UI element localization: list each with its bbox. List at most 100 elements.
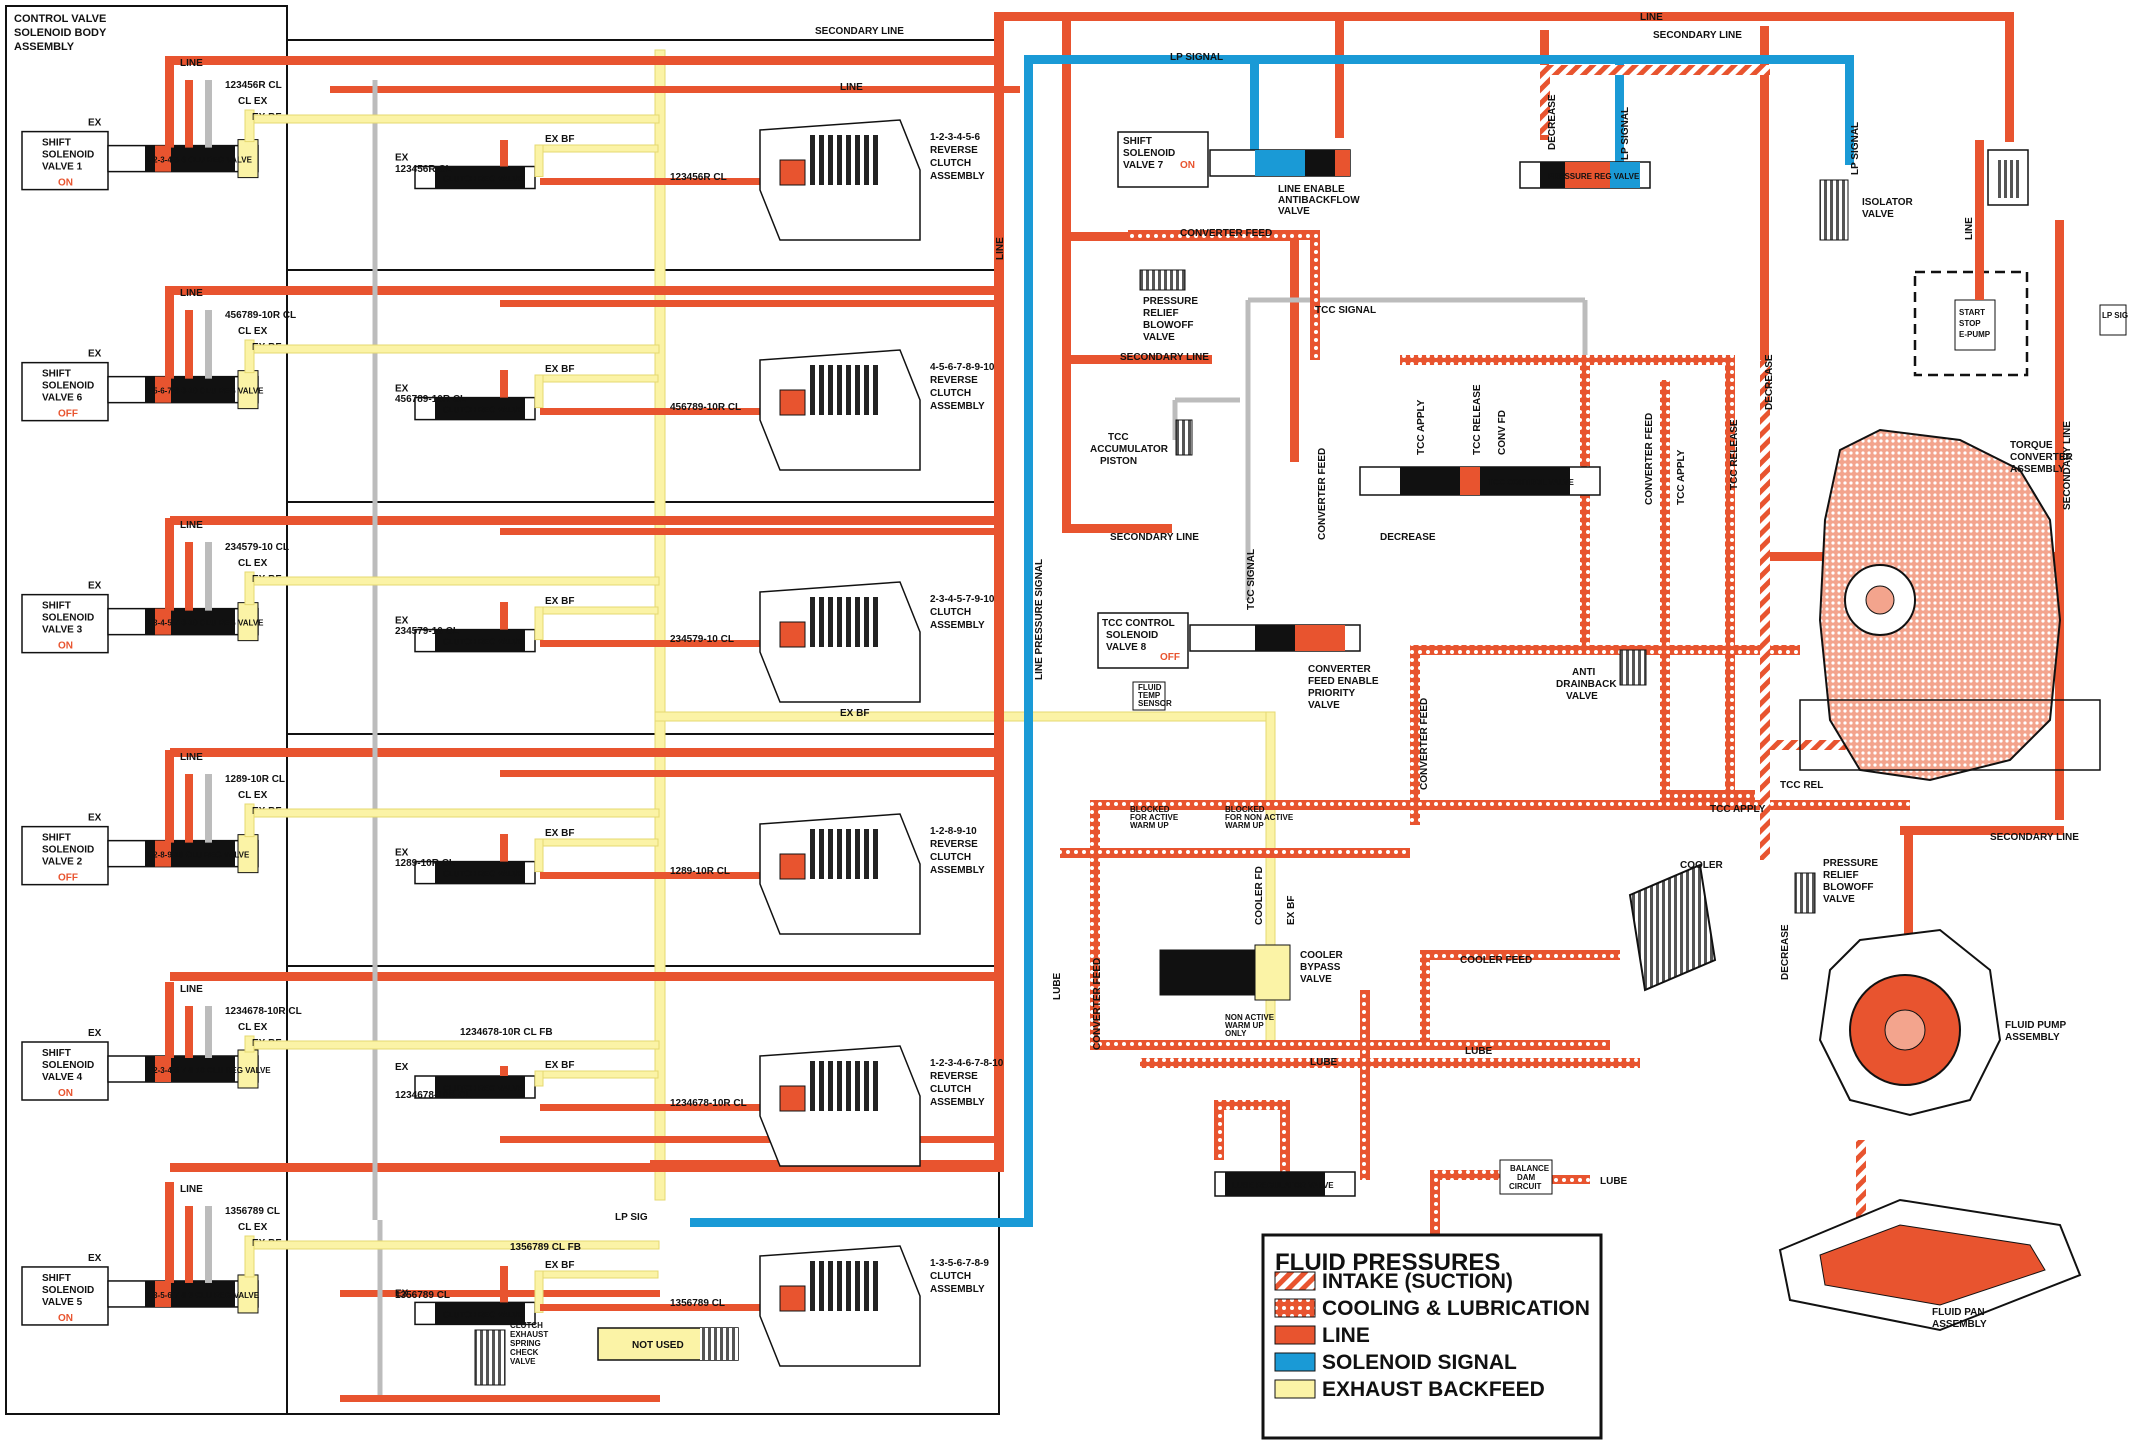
isolator-valve[interactable]: ISOLATOR VALVE	[1819, 179, 1914, 241]
solenoid-state: OFF	[58, 409, 78, 420]
legend-label: EXHAUST BACKFEED	[1322, 1378, 1545, 1401]
pressure-relief-blowoff-top[interactable]: PRESSURE RELIEF BLOWOFF VALVE	[1139, 269, 1198, 343]
solenoid-state: ON	[58, 1313, 73, 1324]
cl-ex-label: CL EX	[238, 1222, 268, 1233]
legend-swatch	[1274, 1325, 1316, 1345]
ex-label: EX	[88, 1253, 102, 1264]
tcc-control-solenoid-valve-8[interactable]: TCC CONTROL SOLENOID VALVE 8 OFF CONVERT…	[1097, 612, 1379, 711]
cooler: COOLER	[1628, 860, 1724, 992]
clutch-label-line: CLUTCH	[930, 852, 971, 863]
svg-text:CIRCUIT: CIRCUIT	[1509, 1182, 1542, 1191]
clutch-label-line: REVERSE	[930, 375, 978, 386]
svg-text:STOP: STOP	[1959, 319, 1981, 328]
not-used-valve[interactable]: NOT USED LP SIG	[597, 1212, 739, 1361]
clu-reg-valve[interactable]: 1-3-5-6-7-8-9 CLU REG VALVE	[107, 1274, 260, 1314]
solenoid-name-line: VALVE 1	[42, 162, 83, 173]
line-label: LINE	[180, 58, 203, 69]
row-line-rails	[170, 56, 1020, 1402]
line-label: LINE	[180, 520, 203, 531]
solenoid-name-line: SOLENOID	[42, 1285, 94, 1296]
clutch-reg-valve[interactable]: CLUTCH REG VALVE	[414, 1301, 536, 1326]
svg-text:CHECK: CHECK	[510, 1348, 539, 1357]
clu-reg-valve[interactable]: 1-2-3-4-6-7-8-10 CLU REG VALVE	[107, 1049, 271, 1089]
clutch-reg-valve[interactable]: CLUTCH REG VALVE	[414, 1075, 536, 1099]
ex-label: EX	[395, 1288, 409, 1299]
svg-text:VALVE: VALVE	[1278, 206, 1310, 217]
svg-text:ASSEMBLY: ASSEMBLY	[1932, 1319, 1987, 1330]
feed-label: 1289-10R CL	[225, 774, 285, 785]
line-label: LINE	[180, 288, 203, 299]
feed-label-mid: 1289-10R CL	[395, 858, 455, 869]
svg-text:BLOWOFF: BLOWOFF	[1823, 882, 1874, 893]
shift-solenoid-valve-7[interactable]: SHIFT SOLENOID VALVE 7 ON LINE ENABLE AN…	[1117, 131, 1360, 217]
clutch-section-frames	[286, 39, 1000, 1415]
feed-label-mid: 456789-10R CL	[395, 394, 466, 405]
clutch-reg-valve[interactable]: CLUTCH REG VALVE	[414, 860, 536, 885]
pressure-relief-blowoff-bottom[interactable]: PRESSURE RELIEF BLOWOFF VALVE	[1794, 858, 1878, 914]
lube-regulator-valve[interactable]: LUBE REGULATOR VALVE	[1214, 1171, 1356, 1197]
clutch-reg-valve[interactable]: CLUTCH REG VALVE	[414, 628, 536, 653]
svg-text:SECONDARY LINE: SECONDARY LINE	[1990, 832, 2079, 843]
fb-label: 1356789 CL FB	[510, 1242, 581, 1253]
svg-text:TCC RELEASE: TCC RELEASE	[1472, 384, 1483, 455]
clutch-label-line: 1-3-5-6-7-8-9	[930, 1258, 989, 1269]
line-label: LINE	[180, 752, 203, 763]
legend-item-exhaust: EXHAUST BACKFEED	[1274, 1378, 1545, 1401]
ex-label: EX	[88, 118, 102, 129]
svg-text:LUBE: LUBE	[1465, 1046, 1493, 1057]
clu-reg-valve[interactable]: 4-5-6-7-8-9-10 CLU REG VALVE	[107, 370, 264, 410]
clu-reg-valve[interactable]: 1-2-3-4-5-6 CLU REG VALVE	[107, 139, 259, 179]
tcc-control-valve[interactable]: TCC CONTROL VALVE	[1359, 466, 1601, 496]
clutch-label-line: 4-5-6-7-8-9-10	[930, 362, 995, 373]
clutch-label-line: 1-2-3-4-6-7-8-10	[930, 1058, 1004, 1069]
cooler-bypass-valve[interactable]: COOLER BYPASS VALVE BLOCKED FOR ACTIVE W…	[1130, 805, 1344, 1038]
svg-text:RELIEF: RELIEF	[1823, 870, 1859, 881]
svg-text:SPRING: SPRING	[510, 1339, 541, 1348]
svg-text:LUBE REGULATOR VALVE: LUBE REGULATOR VALVE	[1232, 1181, 1334, 1190]
feed-label-clutch: 456789-10R CL	[670, 402, 741, 413]
svg-text:EX BF: EX BF	[840, 708, 869, 719]
pressure-regulator-valve[interactable]: PRESSURE REG VALVE	[1519, 161, 1651, 189]
clutch-label-line: ASSEMBLY	[930, 620, 985, 631]
ex-label: EX	[395, 153, 409, 164]
clu-reg-valve[interactable]: 1-2-8-9-10 CLU REG VALVE	[107, 834, 259, 874]
svg-text:BLOCKED: BLOCKED	[1130, 805, 1170, 814]
svg-text:LINE: LINE	[1640, 12, 1663, 23]
svg-text:SECONDARY LINE: SECONDARY LINE	[815, 26, 904, 37]
legend-swatch	[1274, 1298, 1316, 1318]
solenoid-name-line: SOLENOID	[42, 150, 94, 161]
clutch-reg-valve[interactable]: CLUTCH REG VALVE	[414, 165, 536, 190]
svg-text:COOLER: COOLER	[1300, 950, 1344, 961]
cl-ex-label: CL EX	[238, 558, 268, 569]
body-label-3: ASSEMBLY	[14, 41, 75, 53]
clu-reg-valve[interactable]: 2-3-4-5-7-9-10 CLU REG VALVE	[107, 602, 264, 642]
ex-bf-label: EX BF	[545, 1260, 574, 1271]
valve-label: 2-3-4-5-7-9-10 CLU REG VALVE	[146, 619, 264, 628]
clutch-reg-valve[interactable]: CLUTCH REG VALVE	[414, 396, 536, 421]
clutch-reg-label: CLUTCH REG VALVE	[443, 870, 524, 879]
solenoid-name-line: VALVE 2	[42, 857, 83, 868]
legend-item-line: LINE	[1274, 1324, 1370, 1347]
solenoid-name-line: SHIFT	[42, 138, 71, 149]
clutch-exhaust-spring-check-valve[interactable]: CLUTCH EXHAUST SPRING CHECK VALVE	[474, 1321, 548, 1386]
tcc-accumulator-piston[interactable]: TCC ACCUMULATOR PISTON	[1090, 419, 1193, 467]
anti-drainback-valve[interactable]: ANTI DRAINBACK VALVE	[1556, 649, 1647, 702]
svg-text:TCC APPLY: TCC APPLY	[1710, 804, 1766, 815]
solenoid-name-line: SHIFT	[42, 833, 71, 844]
svg-text:ACCUMULATOR: ACCUMULATOR	[1090, 444, 1169, 455]
svg-text:TCC REL: TCC REL	[1780, 780, 1823, 791]
svg-text:ANTI: ANTI	[1572, 667, 1596, 678]
